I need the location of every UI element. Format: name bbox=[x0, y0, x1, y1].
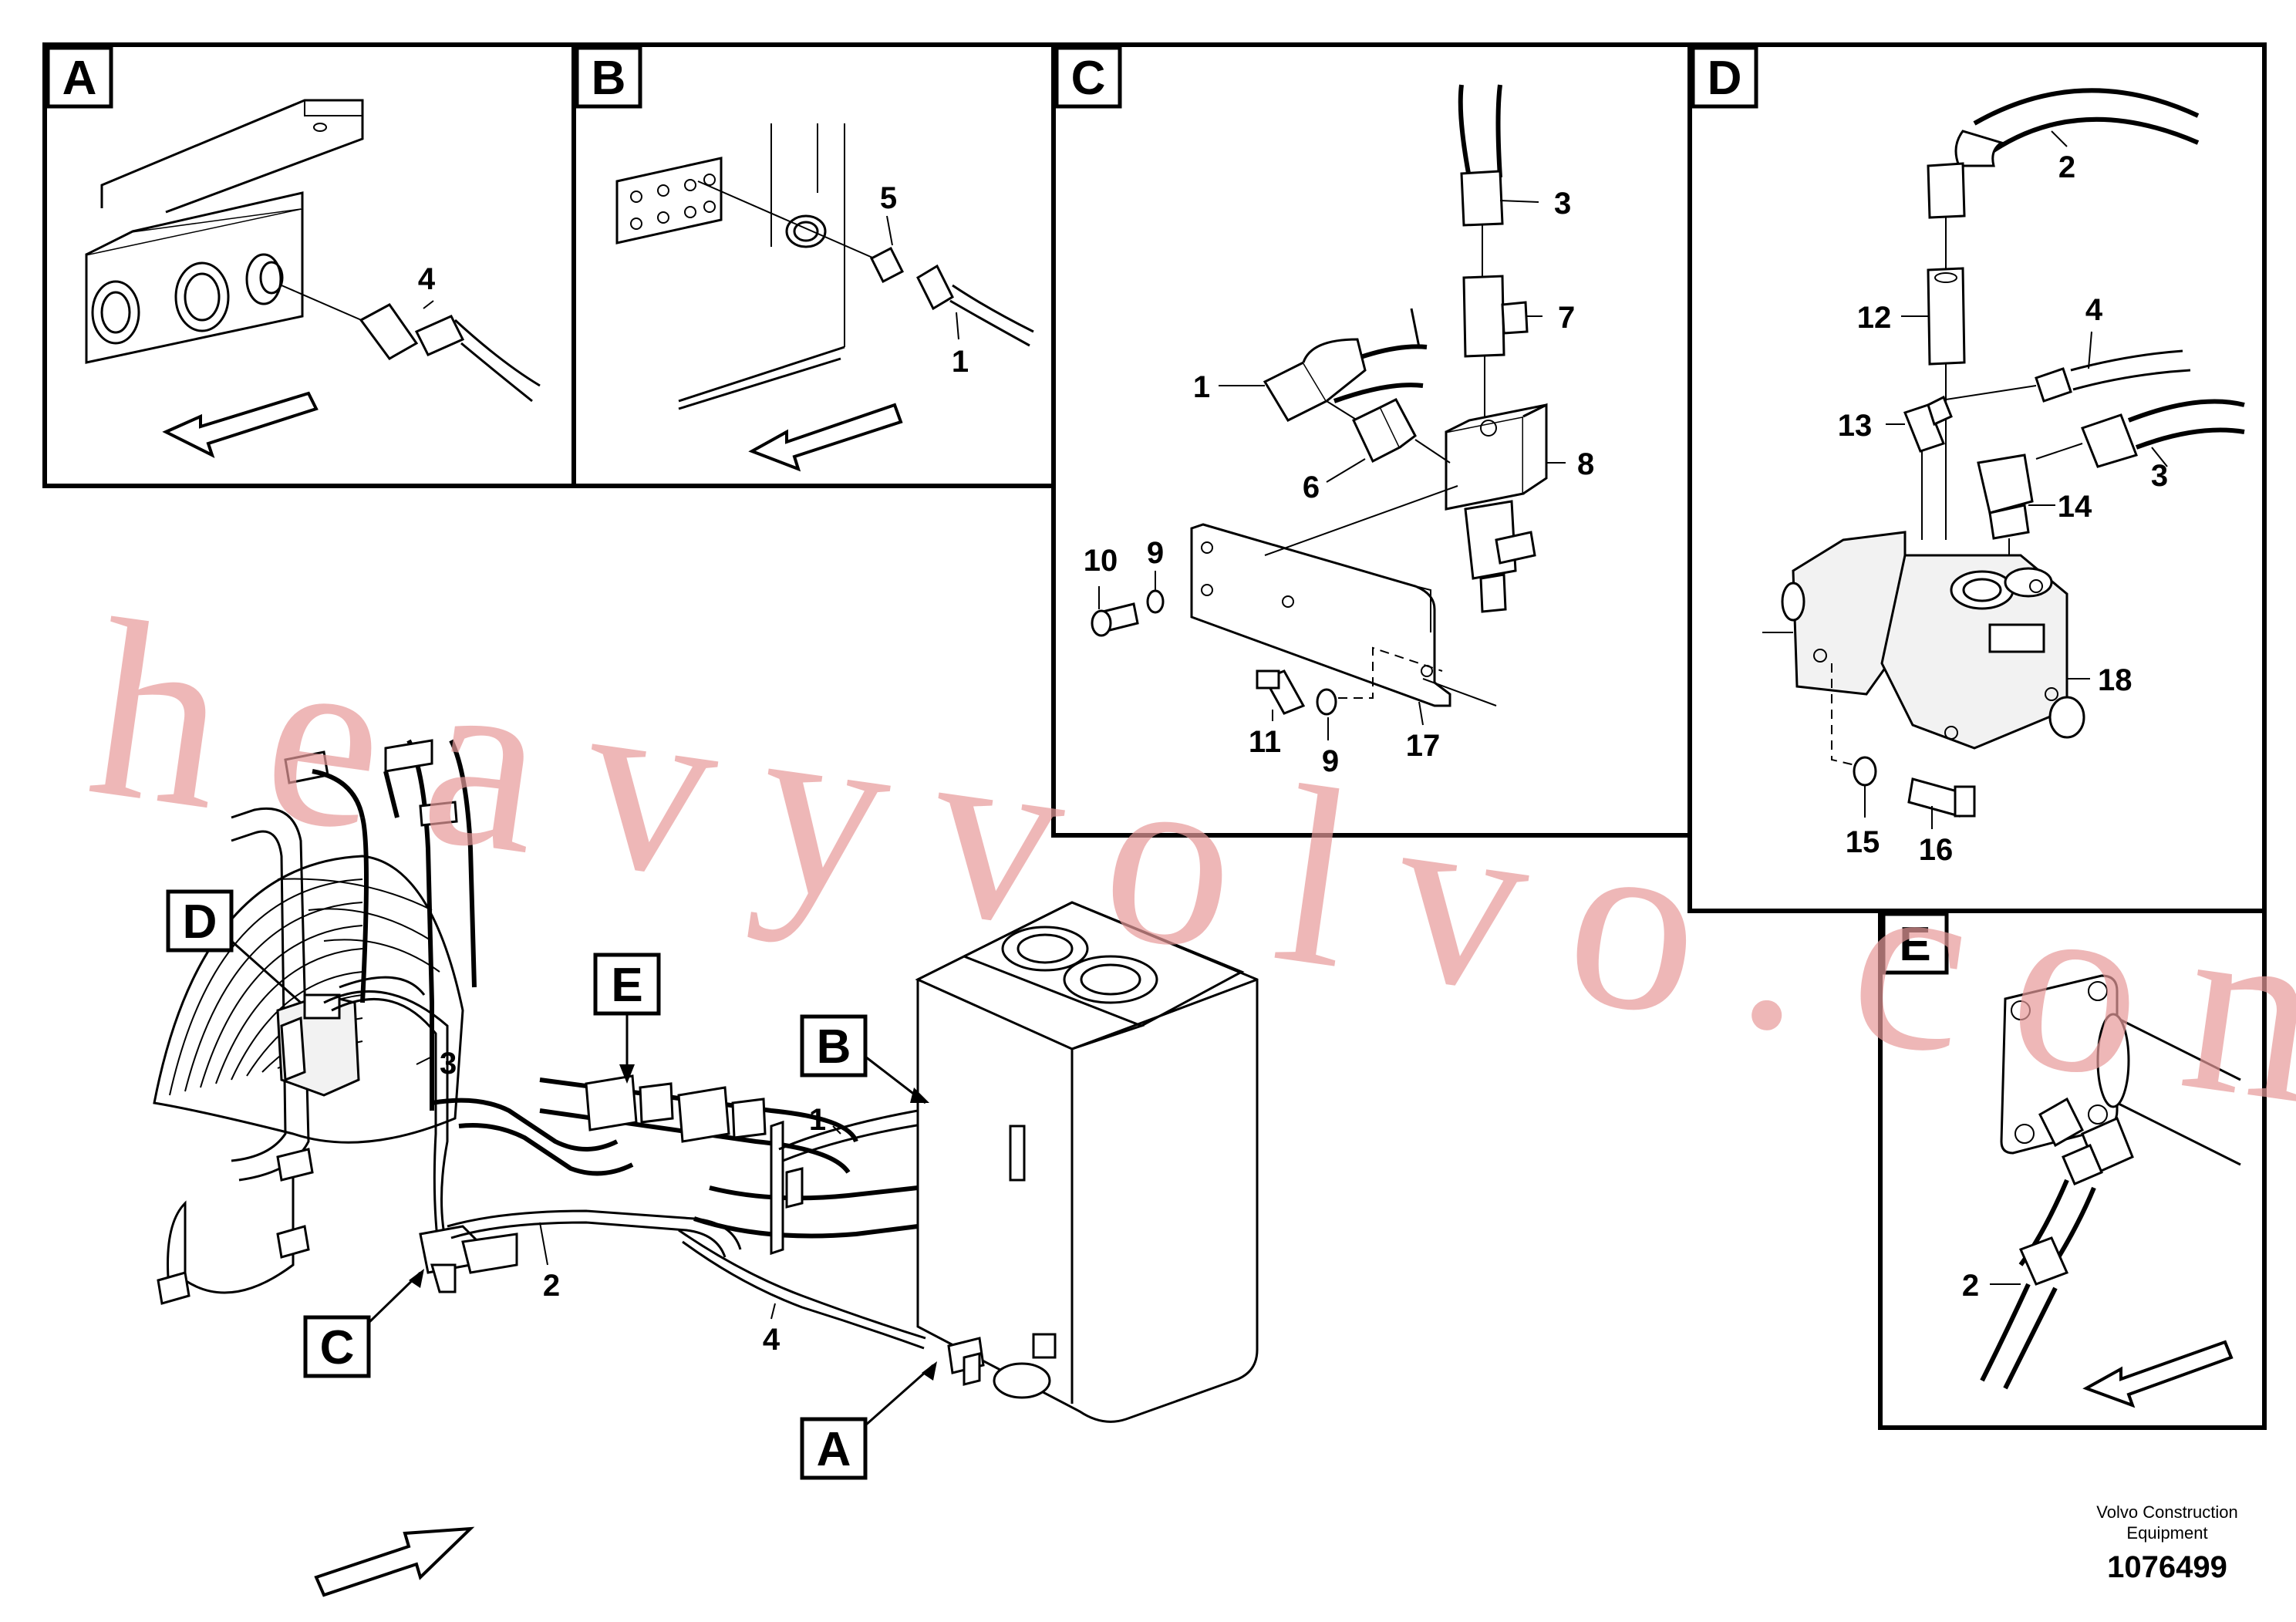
part-number-label: 9 bbox=[1322, 744, 1339, 778]
view-letter-label: D bbox=[183, 895, 217, 949]
panel-e-drawing: 2 bbox=[1962, 974, 2241, 1408]
part-number-label: 14 bbox=[2058, 490, 2092, 524]
part-number-label: 12 bbox=[1857, 301, 1892, 335]
callout-b: B bbox=[800, 1014, 929, 1104]
panel-c-tag: C bbox=[1054, 46, 1122, 109]
part-number-label: 1 bbox=[1193, 370, 1210, 404]
part-number-label: 4 bbox=[418, 262, 436, 296]
direction-arrow-overview bbox=[314, 1526, 475, 1597]
part-number-label: 4 bbox=[2085, 293, 2103, 327]
callout-d: D bbox=[166, 889, 302, 1004]
panel-d-frame bbox=[1687, 42, 2267, 913]
panel-e-tag: E bbox=[1881, 912, 1949, 975]
view-letter-label: B bbox=[592, 52, 626, 105]
part-number-label: 1 bbox=[809, 1103, 826, 1137]
view-letter-label: A bbox=[817, 1423, 851, 1476]
panel-d-tag: D bbox=[1691, 46, 1758, 109]
part-number-label: 1 bbox=[952, 345, 969, 379]
overview-drawing: 2 3 1 4 bbox=[153, 739, 1259, 1423]
part-number-label: 9 bbox=[1147, 536, 1164, 570]
part-number-label: 5 bbox=[880, 181, 897, 215]
panel-e-frame bbox=[1878, 909, 2267, 1430]
panel-c-drawing: 3 7 8 1 6 bbox=[1084, 84, 1594, 778]
part-number-label: 17 bbox=[1406, 729, 1441, 763]
direction-arrow-b bbox=[748, 403, 903, 472]
view-letter-label: C bbox=[320, 1321, 355, 1374]
company-line-1: Volvo Construction bbox=[2096, 1502, 2237, 1522]
drawing-number: 1076499 bbox=[2107, 1550, 2227, 1584]
panel-a-drawing: 4 bbox=[85, 99, 541, 458]
direction-arrow-e bbox=[2082, 1340, 2234, 1408]
part-number-label: 3 bbox=[440, 1047, 457, 1081]
panel-b-frame bbox=[571, 42, 1056, 488]
panel-b-drawing: 5 1 bbox=[615, 123, 1034, 472]
part-number-label: 3 bbox=[2151, 459, 2168, 493]
part-number-label: 13 bbox=[1838, 409, 1873, 443]
part-number-label: 4 bbox=[763, 1323, 781, 1357]
part-number-label: 2 bbox=[1962, 1269, 1979, 1303]
view-letter-label: E bbox=[1899, 918, 1930, 971]
part-number-label: 11 bbox=[1249, 725, 1281, 759]
view-letter-label: A bbox=[62, 52, 97, 105]
panel-d-drawing: 2 12 4 13 3 14 bbox=[1762, 88, 2245, 867]
part-number-label: 10 bbox=[1084, 544, 1118, 578]
part-number-label: 7 bbox=[1558, 301, 1575, 335]
part-number-label: 16 bbox=[1919, 833, 1954, 867]
part-number-label: 2 bbox=[543, 1269, 560, 1303]
view-letter-label: D bbox=[1708, 52, 1742, 105]
part-number-label: 15 bbox=[1846, 825, 1880, 859]
callout-c: C bbox=[303, 1269, 424, 1378]
view-letter-label: C bbox=[1071, 52, 1106, 105]
part-number-label: 2 bbox=[2058, 150, 2075, 184]
view-letter-label: E bbox=[611, 959, 642, 1012]
view-letter-label: B bbox=[817, 1020, 851, 1074]
part-number-label: 3 bbox=[1554, 187, 1571, 221]
panel-a-tag: A bbox=[46, 46, 113, 109]
panel-b-tag: B bbox=[575, 46, 642, 109]
part-number-label: 6 bbox=[1303, 470, 1320, 504]
part-number-label: 8 bbox=[1577, 447, 1594, 481]
footer: Volvo Construction Equipment 1076499 bbox=[2096, 1502, 2237, 1584]
company-line-2: Equipment bbox=[2126, 1523, 2207, 1543]
callout-e: E bbox=[593, 953, 661, 1084]
part-number-label: 18 bbox=[2098, 663, 2132, 697]
callout-a: A bbox=[800, 1361, 937, 1480]
direction-arrow-a bbox=[162, 391, 319, 458]
